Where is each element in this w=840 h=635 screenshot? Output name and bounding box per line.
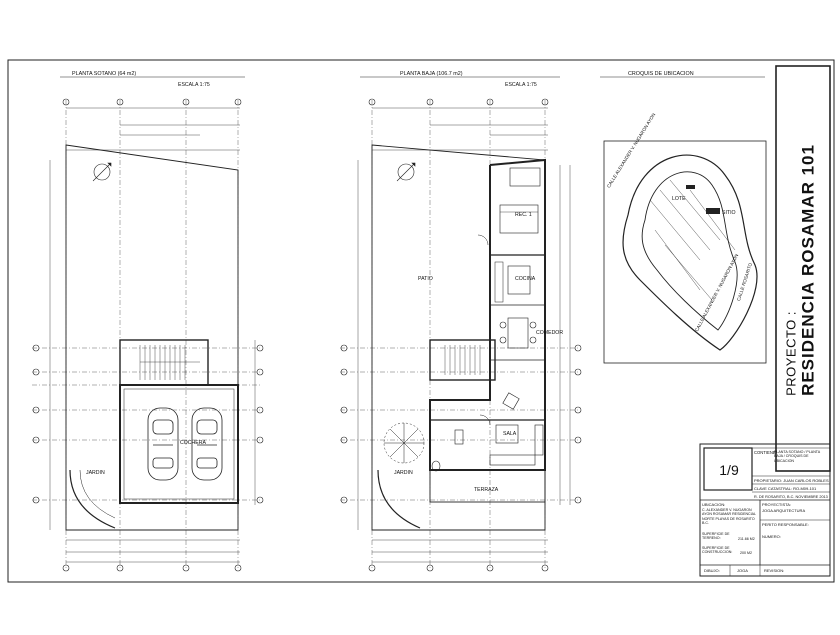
car-right xyxy=(191,407,223,481)
bath-fixture-bottom xyxy=(431,429,464,472)
basement-plan-title: PLANTA SOTANO (64 m2) xyxy=(72,71,137,77)
room-jardin-basement: JARDIN xyxy=(86,470,105,476)
map-street-inner xyxy=(641,171,738,331)
basement-stair-box xyxy=(119,339,209,386)
north-arrow-ground xyxy=(396,162,416,182)
dibujo-value: JOGA xyxy=(737,568,748,573)
numero: NUMERO: xyxy=(762,534,781,539)
dining-table xyxy=(499,317,537,349)
basement-dimensions-top xyxy=(49,107,256,563)
room-cocina: COCINA xyxy=(515,276,536,282)
map-site-marker xyxy=(706,208,720,214)
room-jardin-ground: JARDIN xyxy=(394,470,413,476)
proyectista-value: JOGA ARQUITECTURA xyxy=(762,508,806,513)
garage-inner xyxy=(123,388,235,500)
basement-stair-treads xyxy=(139,345,200,380)
ground-floor-walls xyxy=(429,158,546,471)
map-site-label: SITIO xyxy=(722,210,736,216)
sheet-number-box xyxy=(703,447,753,491)
ground-grid-axes xyxy=(340,100,580,570)
ramp-curve-inner xyxy=(79,469,116,519)
location-map xyxy=(603,140,767,364)
map-lots xyxy=(649,179,736,301)
ground-plan-title: PLANTA BAJA (106.7 m2) xyxy=(400,71,463,77)
sup-const-label: SUPERFICIE DE CONSTRUCCION: xyxy=(702,546,733,555)
ground-scale-label: ESCALA 1:75 xyxy=(505,82,537,88)
ground-stair-treads xyxy=(444,345,481,375)
kitchen-island xyxy=(507,265,531,295)
sup-const-value: 200 M2 xyxy=(740,551,752,555)
room-sala: SALA xyxy=(503,431,517,437)
title-block xyxy=(699,65,831,577)
ground-floor-plan xyxy=(340,98,582,572)
bed xyxy=(499,204,539,234)
basement-scale-label: ESCALA 1:75 xyxy=(178,82,210,88)
project-title-box xyxy=(775,65,831,472)
room-patio: PATIO xyxy=(418,276,433,282)
basement-grid-axes xyxy=(32,100,262,570)
revision: REVISION: xyxy=(764,568,785,573)
terrace xyxy=(429,469,546,503)
ground-stair-box xyxy=(429,339,496,381)
room-cochera: COCHERA xyxy=(180,440,206,446)
map-lote-label: LOTE xyxy=(672,196,686,202)
ramp-curve xyxy=(69,469,116,529)
living-furniture xyxy=(489,392,544,466)
sheet-border xyxy=(7,59,835,583)
map-marker-2 xyxy=(686,185,695,189)
map-street-outer xyxy=(622,154,758,351)
garage-walls xyxy=(119,384,239,504)
sup-terreno-label: SUPERFICIE DE TERRENO: xyxy=(702,532,730,541)
room-rec1: REC. 1 xyxy=(515,212,532,218)
location-map-title: CROQUIS DE UBICACION xyxy=(628,71,694,77)
ubicacion-label: UBICACION: xyxy=(702,502,726,507)
project-title: PROYECTO : RESIDENCIA ROSAMAR 101 xyxy=(772,70,830,470)
fecha: R. DE ROSARITO, B.C. NOVIEMBRE 2013 xyxy=(754,495,828,499)
info-box xyxy=(699,443,831,577)
dibujo-label: DIBUJO: xyxy=(704,568,720,573)
proyectista-label: PROYECTISTA: xyxy=(762,502,792,507)
door-swing-1 xyxy=(477,234,489,246)
propietario: PROPIETARIO: JUAN CARLOS ROBLES xyxy=(754,478,829,483)
project-prefix: PROYECTO : xyxy=(783,310,799,396)
kitchen-counter xyxy=(494,261,504,303)
car-left xyxy=(147,407,179,481)
ground-dimensions xyxy=(357,107,571,563)
sheet-number: 1/9 xyxy=(719,462,739,478)
north-arrow-basement xyxy=(92,162,112,182)
room-terraza: TERRAZA xyxy=(474,487,499,493)
ground-ramp-curve xyxy=(377,469,421,529)
basement-plan xyxy=(32,98,264,572)
room-comedor: COMEDOR xyxy=(536,330,564,336)
contiene-label: CONTIENE: xyxy=(754,450,777,455)
perito-responsable: PERITO RESPONSABLE: xyxy=(762,522,809,527)
basement-axis-bubbles xyxy=(32,98,264,572)
bath-fixture-top xyxy=(509,167,541,187)
ubicacion-value: C. ALEXANDER V. NUGARON AYON ROSAMAR RES… xyxy=(702,508,756,526)
project-name: RESIDENCIA ROSAMAR 101 xyxy=(798,144,818,396)
map-frame xyxy=(603,140,767,364)
sup-terreno-value: 211.66 M2 xyxy=(738,537,755,541)
ground-axis-bubbles xyxy=(340,98,582,572)
contiene-value: PLANTA SOTANO / PLANTA BAJA / CROQUIS DE… xyxy=(774,450,820,463)
clave-catastral: CLAVE CATASTRAL: RO-M09-101 xyxy=(754,486,817,491)
garden-tree xyxy=(383,422,425,464)
